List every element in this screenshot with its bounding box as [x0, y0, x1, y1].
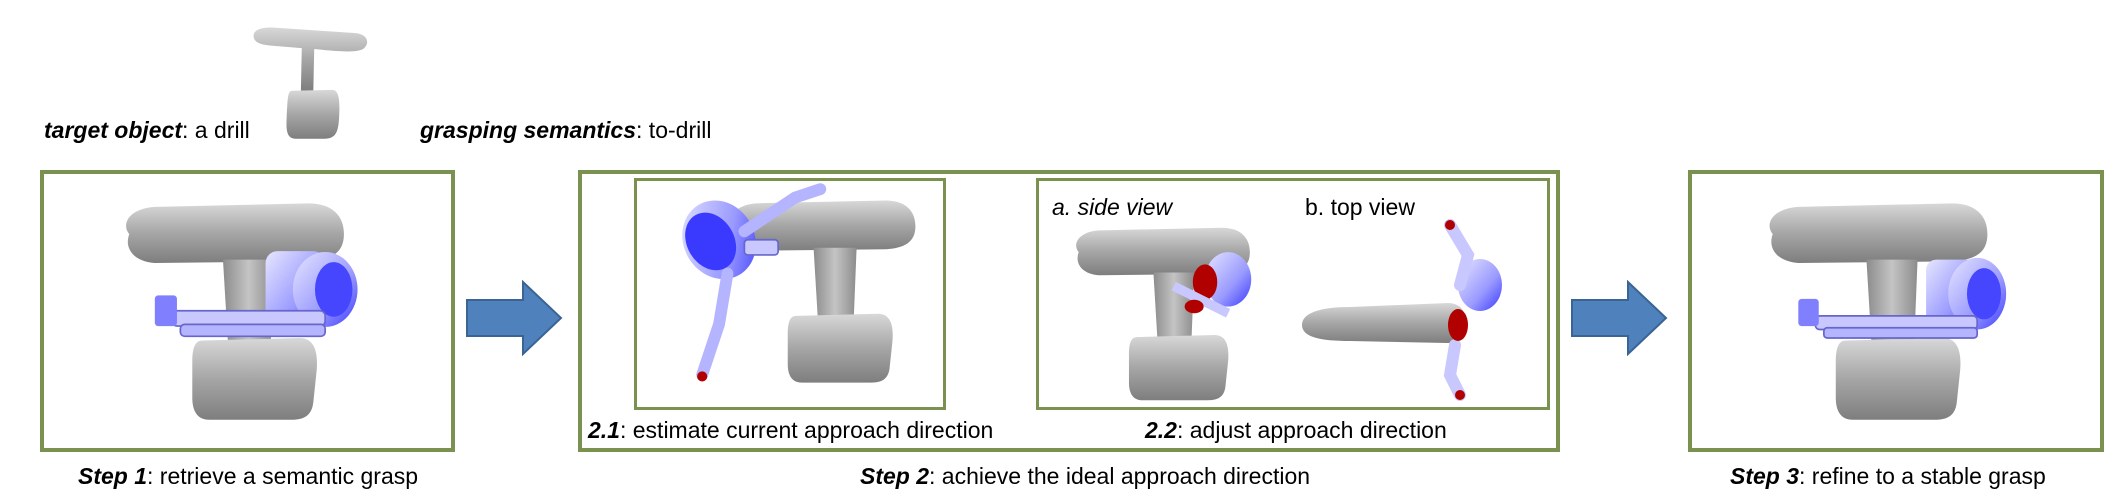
arrow-right-1: [466, 280, 563, 356]
top-view-label: b. top view: [1305, 194, 1415, 220]
step1-drill-grasp: [126, 203, 358, 420]
step2-1-box: [634, 178, 946, 410]
top-view-drill-grasp: [1302, 219, 1502, 401]
step2-box: [578, 170, 1560, 452]
step2-caption: Step 2: achieve the ideal approach direc…: [860, 463, 1311, 489]
target-drill-thumbnail: [253, 27, 368, 139]
grasping-semantics-label: grasping semantics: to-drill: [420, 117, 712, 143]
step2-2-box: [1036, 178, 1550, 410]
target-object-label: target object: a drill: [44, 117, 250, 143]
step1-caption: Step 1: retrieve a semantic grasp: [78, 463, 419, 489]
arrow-right-2: [1571, 280, 1668, 356]
step3-box: [1688, 170, 2104, 452]
step2-2-caption: 2.2: adjust approach direction: [1145, 417, 1447, 443]
step2-1-caption: 2.1: estimate current approach direction: [588, 417, 994, 443]
step2-1-drill-grasp: [682, 183, 916, 383]
step3-drill-grasp: [1769, 203, 2007, 420]
step3-caption: Step 3: refine to a stable grasp: [1730, 463, 2046, 489]
side-view-drill-grasp: [1076, 227, 1252, 401]
step1-box: [40, 170, 455, 452]
side-view-label: a. side view: [1052, 194, 1173, 220]
